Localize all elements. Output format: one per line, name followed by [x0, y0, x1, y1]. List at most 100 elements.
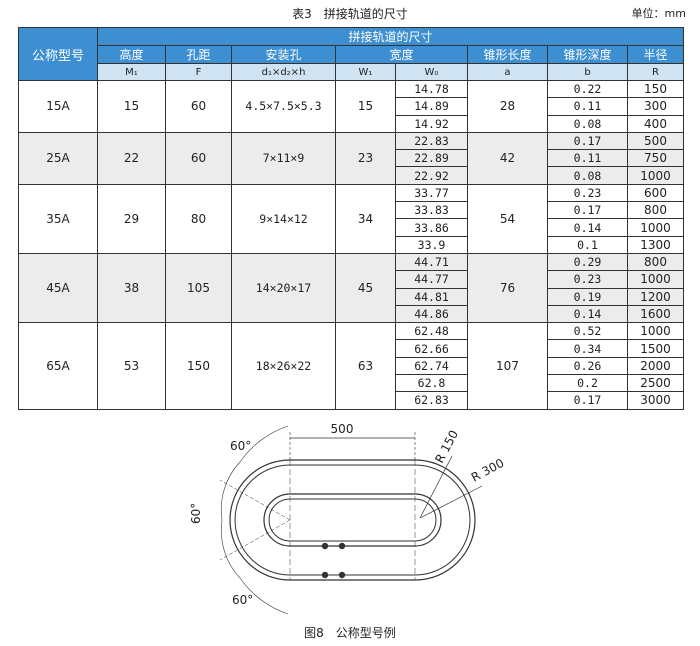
cell-a: 107 — [467, 322, 548, 410]
radius-inner-label: R 150 — [432, 428, 461, 466]
cell-b: 0.23 — [547, 183, 628, 203]
cell-w0: 44.71 — [395, 252, 468, 272]
cell-w1: 63 — [335, 322, 396, 410]
cell-pitch: 150 — [165, 322, 232, 410]
length-label: 500 — [331, 422, 354, 436]
cell-b: 0.14 — [547, 218, 628, 237]
cell-r: 1500 — [626, 339, 685, 358]
cell-w1: 23 — [335, 131, 396, 185]
cell-b: 0.11 — [547, 97, 628, 116]
cell-r: 800 — [626, 252, 685, 272]
cell-r: 2500 — [626, 374, 685, 393]
symbol-f: F — [165, 63, 232, 81]
cell-w1: 45 — [335, 252, 396, 324]
cell-r: 800 — [626, 201, 685, 220]
cell-w0: 33.77 — [395, 183, 468, 203]
col-width-header: 宽度 — [335, 45, 468, 64]
radius-inner-leader — [419, 455, 453, 519]
cell-pitch: 105 — [165, 252, 232, 324]
cell-w1: 34 — [335, 183, 396, 254]
cell-a: 76 — [467, 252, 548, 324]
cell-b: 0.17 — [547, 131, 628, 151]
cell-w0: 14.78 — [395, 79, 468, 99]
cell-w0: 62.83 — [395, 391, 468, 410]
cell-b: 0.23 — [547, 270, 628, 289]
cell-b: 0.26 — [547, 356, 628, 376]
cell-height: 38 — [97, 252, 166, 324]
angle-bottom-label: 60° — [232, 593, 253, 607]
cell-w0: 44.86 — [395, 304, 468, 324]
cell-b: 0.29 — [547, 252, 628, 272]
inner-track-outer-edge — [263, 493, 442, 547]
cell-pitch: 60 — [165, 131, 232, 185]
cell-b: 0.22 — [547, 79, 628, 99]
cell-r: 3000 — [626, 391, 685, 410]
col-height-header: 高度 — [97, 45, 166, 64]
angle-arc-top — [220, 461, 241, 521]
cell-a: 42 — [467, 131, 548, 185]
cell-height: 29 — [97, 183, 166, 254]
cell-model: 65A — [18, 322, 98, 410]
cell-pitch: 80 — [165, 183, 232, 254]
outer-track-outer-edge — [229, 459, 476, 581]
track-diagram: 500 R 150 R 300 60° 60° 60° — [189, 422, 506, 615]
cell-b: 0.17 — [547, 201, 628, 220]
cell-b: 0.1 — [547, 235, 628, 254]
cell-w1: 15 — [335, 80, 396, 133]
cell-holes: 18×26×22 — [231, 322, 336, 410]
cell-w0: 62.48 — [395, 322, 468, 341]
cell-holes: 4.5×7.5×5.3 — [231, 80, 336, 133]
cell-w0: 22.92 — [395, 166, 468, 185]
cell-b: 0.2 — [547, 374, 628, 393]
symbol-r: R — [626, 63, 685, 81]
cell-r: 500 — [626, 131, 685, 151]
cell-model: 15A — [18, 80, 98, 133]
cell-w0: 44.81 — [395, 287, 468, 306]
unit-label: 单位：mm — [631, 7, 686, 20]
cell-w0: 44.77 — [395, 270, 468, 289]
header-group: 拼接轨道的尺寸 — [96, 27, 685, 46]
figure-caption: 图8 公称型号例 — [304, 626, 396, 640]
cell-w0: 33.86 — [395, 218, 468, 237]
col-radius-header: 半径 — [626, 45, 685, 64]
joint-markers — [321, 542, 346, 579]
cell-r: 1200 — [626, 287, 685, 306]
cell-r: 1000 — [626, 218, 685, 237]
cell-b: 0.19 — [547, 287, 628, 306]
symbol-w1: W₁ — [335, 63, 396, 81]
cell-w0: 33.83 — [395, 201, 468, 220]
cell-height: 53 — [97, 322, 166, 410]
cell-b: 0.08 — [547, 166, 628, 185]
symbol-m1: M₁ — [97, 63, 166, 81]
cell-holes: 7×11×9 — [231, 131, 336, 185]
col-taper-length-header: 锥形长度 — [467, 45, 548, 64]
cell-r: 300 — [626, 97, 685, 116]
cell-a: 54 — [467, 183, 548, 254]
cell-w0: 22.89 — [395, 149, 468, 168]
cell-r: 400 — [626, 114, 685, 133]
cell-b: 0.08 — [547, 114, 628, 133]
cell-w0: 22.83 — [395, 131, 468, 151]
cell-height: 22 — [97, 131, 166, 185]
cell-holes: 9×14×12 — [231, 183, 336, 254]
cell-r: 1300 — [626, 235, 685, 254]
cell-b: 0.17 — [547, 391, 628, 410]
outer-track-inner-edge — [234, 464, 471, 576]
cell-b: 0.34 — [547, 339, 628, 358]
symbol-a: a — [467, 63, 548, 81]
cell-w0: 33.9 — [395, 235, 468, 254]
cell-r: 1000 — [626, 270, 685, 289]
table-caption: 表3 拼接轨道的尺寸 — [292, 7, 408, 21]
